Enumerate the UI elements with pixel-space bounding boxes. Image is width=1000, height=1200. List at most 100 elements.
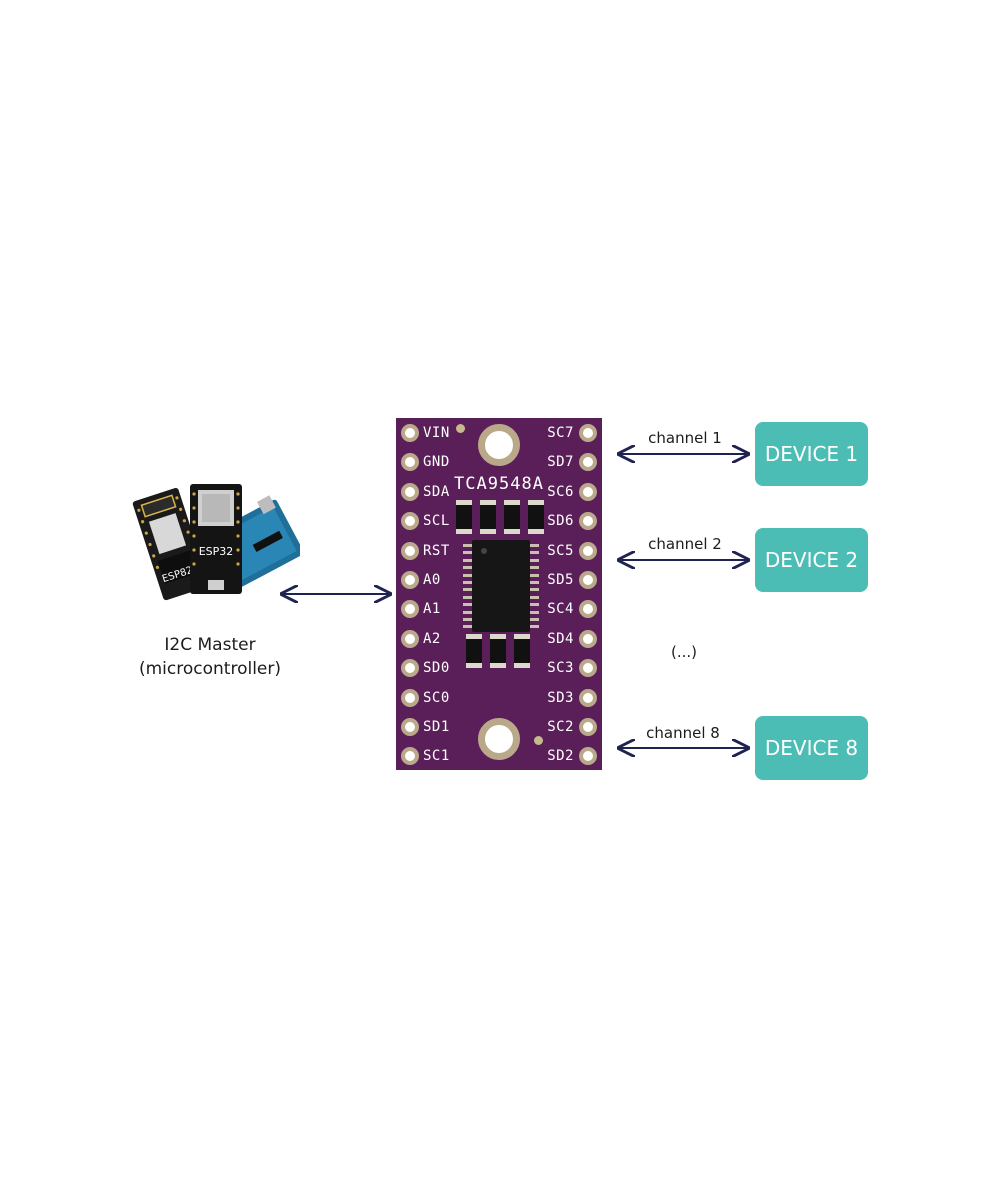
pin-label: A2 [423, 630, 441, 647]
resistor [490, 634, 506, 668]
pin-hole [579, 541, 597, 560]
pin-label: SD6 [547, 513, 574, 530]
esp8266-board-icon: ESP826 [132, 487, 210, 601]
pin-hole [579, 512, 597, 531]
mount-hole-bottom [478, 718, 520, 760]
pin-hole [579, 659, 597, 678]
pin-label: SC4 [547, 601, 574, 618]
ic-pin1-dot [481, 548, 487, 554]
pin-hole [579, 718, 597, 736]
pin-label: VIN [423, 425, 450, 441]
pin-hole [401, 571, 419, 589]
ic-leg [530, 544, 539, 547]
ic-leg [463, 618, 472, 621]
ic-leg [463, 566, 472, 570]
pin-label: A0 [423, 572, 441, 588]
pin-hole [401, 512, 419, 531]
ic-leg [530, 618, 539, 621]
pin-hole [401, 453, 419, 472]
esp32-board-icon: ESP32 [190, 484, 242, 594]
esp32-label: ESP32 [199, 545, 234, 558]
ic-leg [530, 573, 539, 577]
pin-label: SC5 [547, 542, 574, 559]
ic-leg [530, 566, 539, 570]
pin-label: RST [423, 542, 450, 559]
resistor [480, 500, 496, 534]
ic-leg [530, 625, 539, 629]
ic-leg [530, 588, 539, 592]
ic-leg [530, 610, 539, 614]
pin-hole [579, 688, 597, 707]
pin-hole [579, 424, 597, 442]
pin-hole [401, 424, 419, 442]
pin-label: SDA [423, 483, 450, 500]
pin-label: A1 [423, 601, 441, 618]
ic-leg [463, 625, 472, 629]
pin-label: SC3 [547, 660, 574, 677]
resistor [528, 500, 544, 534]
pin-hole [401, 541, 419, 560]
pin-label: SD3 [547, 689, 574, 706]
master-label-line2: (microcontroller) [138, 659, 281, 679]
pin-label: SD7 [547, 454, 574, 471]
channel-1-label: channel 1 [648, 429, 722, 447]
device-8-box: DEVICE 8 [755, 716, 868, 780]
i2c-master-label: I2C Master (microcontroller) [110, 633, 310, 681]
ic-leg [463, 603, 472, 607]
ic-leg [530, 595, 539, 599]
pin-hole [401, 600, 419, 619]
pin-label: SCL [423, 513, 450, 530]
ic-leg [530, 558, 539, 562]
pin-hole [579, 571, 597, 589]
ic-leg [530, 603, 539, 607]
pin-hole [579, 453, 597, 472]
ic-leg [530, 551, 539, 555]
pin-hole [579, 629, 597, 648]
ic-leg [463, 573, 472, 577]
ic-leg [463, 588, 472, 592]
ic-leg [463, 544, 472, 547]
pin-label: SC2 [547, 719, 574, 735]
board-title: TCA9548A [454, 474, 544, 494]
pin-hole [579, 747, 597, 766]
pin-hole [579, 600, 597, 619]
device-1-box: DEVICE 1 [755, 422, 868, 486]
pin-label: SC7 [547, 425, 574, 441]
pin-label: SD5 [547, 572, 574, 588]
pin-hole [401, 688, 419, 707]
ic-leg [463, 551, 472, 555]
pin-hole [401, 747, 419, 766]
mount-hole-top [478, 424, 520, 466]
resistor [456, 500, 472, 534]
device-2-box: DEVICE 2 [755, 528, 868, 592]
ic-leg [463, 610, 472, 614]
ic-leg [463, 558, 472, 562]
more-channels-ellipsis: (...) [670, 643, 697, 661]
board-dot-top [456, 424, 465, 433]
ic-leg [530, 581, 539, 584]
pin-hole [401, 482, 419, 501]
pin-label: SC0 [423, 689, 450, 706]
resistor [514, 634, 530, 668]
pin-hole [401, 629, 419, 648]
channel-2-label: channel 2 [648, 535, 722, 553]
pin-label: SC6 [547, 483, 574, 500]
pin-hole [401, 718, 419, 736]
ic-leg [463, 581, 472, 584]
resistor [466, 634, 482, 668]
pin-label: SD4 [547, 630, 574, 647]
pin-hole [401, 659, 419, 678]
pin-label: SD0 [423, 660, 450, 677]
pin-label: SD1 [423, 719, 450, 735]
tca9548a-ic [472, 540, 530, 632]
pin-hole [579, 482, 597, 501]
pin-label: GND [423, 454, 450, 471]
channel-8-label: channel 8 [646, 724, 720, 742]
ic-leg [463, 595, 472, 599]
board-dot-bottom [534, 736, 543, 745]
resistor [504, 500, 520, 534]
pin-label: SD2 [547, 748, 574, 765]
microcontroller-illustration: ESP826 ESP32 [132, 484, 300, 601]
